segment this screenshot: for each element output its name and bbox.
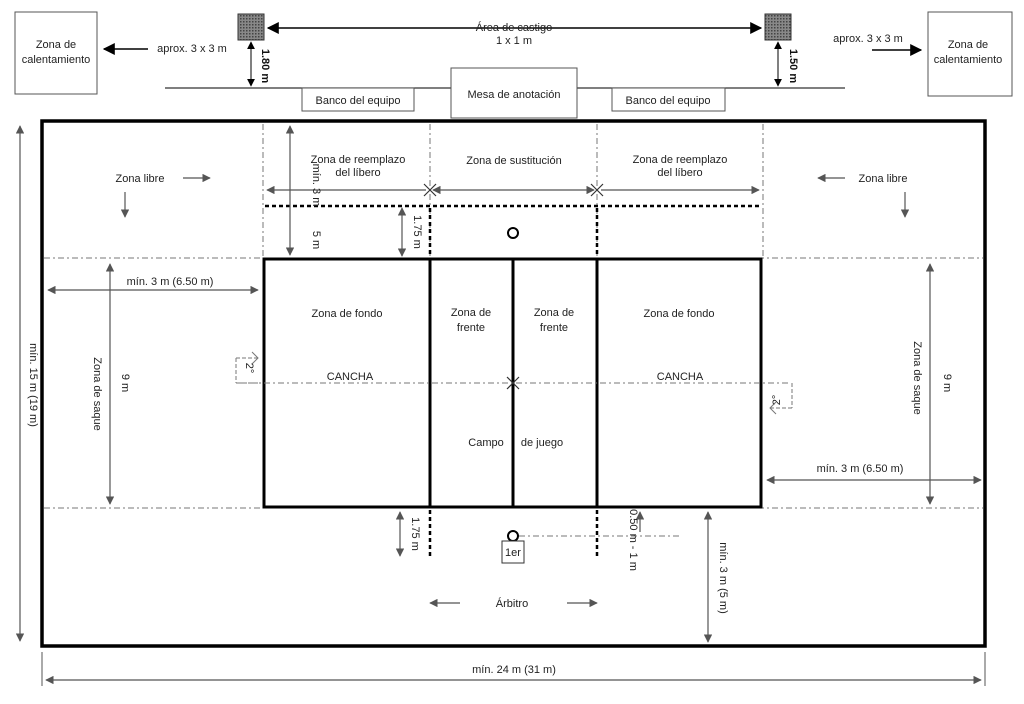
warmup-left-line1: Zona de — [36, 39, 76, 51]
dim-175-bottom: 1.75 m — [409, 517, 421, 551]
court-right-label: CANCHA — [657, 371, 704, 383]
warmup-left-line2: calentamiento — [22, 54, 91, 66]
warmup-size-left: aprox. 3 x 3 m — [157, 43, 227, 55]
dim-min3-left: mín. 3 m (6.50 m) — [127, 276, 214, 288]
back-zone-right-label: Zona de fondo — [644, 308, 715, 320]
dim-min3-top: mín. 3 m — [310, 164, 322, 207]
scorer-table-label: Mesa de anotación — [468, 89, 561, 101]
serve-zone-left-label: Zona de saque — [91, 357, 103, 430]
libero-zone-right-line2: del líbero — [657, 167, 702, 179]
penalty-size-label: 1 x 1 m — [496, 35, 532, 47]
dim-050: 0.50 m - 1 m — [627, 509, 639, 571]
dim-9m-left: 9 m — [119, 374, 131, 392]
free-zone-boundary — [40, 119, 987, 648]
scorer-table — [450, 67, 578, 119]
free-zone-left-label: Zona libre — [116, 173, 165, 185]
playing-field-label-b: de juego — [521, 437, 563, 449]
libero-zone-left-line2: del líbero — [335, 167, 380, 179]
dim-min3-bottom: mín. 3 m (5 m) — [717, 542, 729, 614]
referee-label: Árbitro — [496, 597, 528, 610]
dim-min24: mín. 24 m (31 m) — [472, 664, 556, 676]
referee-stand — [501, 540, 525, 564]
libero-zone-left-line1: Zona de reemplazo — [311, 154, 406, 166]
dim-5m-top: 5 m — [310, 231, 322, 249]
penalty-dist-left: 1.80 m — [259, 49, 271, 83]
playing-field-label-a: Campo — [468, 437, 503, 449]
penalty-box-right — [764, 13, 792, 41]
penalty-dist-right: 1.50 m — [787, 49, 799, 83]
svg-text:2°: 2° — [243, 363, 255, 374]
front-zone-left-line2: frente — [457, 322, 485, 334]
warmup-size-right: aprox. 3 x 3 m — [833, 33, 903, 45]
bench-right — [611, 87, 726, 112]
warmup-zone-right — [927, 11, 1013, 97]
bench-left-label: Banco del equipo — [315, 95, 400, 107]
warmup-zone-left — [14, 11, 98, 95]
front-zone-right-line2: frente — [540, 322, 568, 334]
dim-9m-right: 9 m — [941, 374, 953, 392]
front-zone-left-line1: Zona de — [451, 307, 491, 319]
bench-right-label: Banco del equipo — [625, 95, 710, 107]
dim-175-top: 1.75 m — [411, 215, 423, 249]
libero-zone-right-line1: Zona de reemplazo — [633, 154, 728, 166]
court-left-label: CANCHA — [327, 371, 374, 383]
penalty-box-left — [237, 13, 265, 41]
free-zone-right-label: Zona libre — [859, 173, 908, 185]
warmup-right-line1: Zona de — [948, 39, 988, 51]
bench-left — [301, 87, 415, 112]
penalty-area-label: Área de castigo — [476, 21, 552, 34]
dim-min15: mín. 15 m (19 m) — [27, 343, 39, 427]
svg-text:2°: 2° — [771, 395, 783, 406]
substitution-zone-label: Zona de sustitución — [466, 155, 561, 167]
serve-zone-right-label: Zona de saque — [911, 341, 923, 414]
front-zone-right-line1: Zona de — [534, 307, 574, 319]
warmup-right-line2: calentamiento — [934, 54, 1003, 66]
referee-box-label: 1er — [505, 547, 521, 559]
back-zone-left-label: Zona de fondo — [312, 308, 383, 320]
dim-min3-right: mín. 3 m (6.50 m) — [817, 463, 904, 475]
